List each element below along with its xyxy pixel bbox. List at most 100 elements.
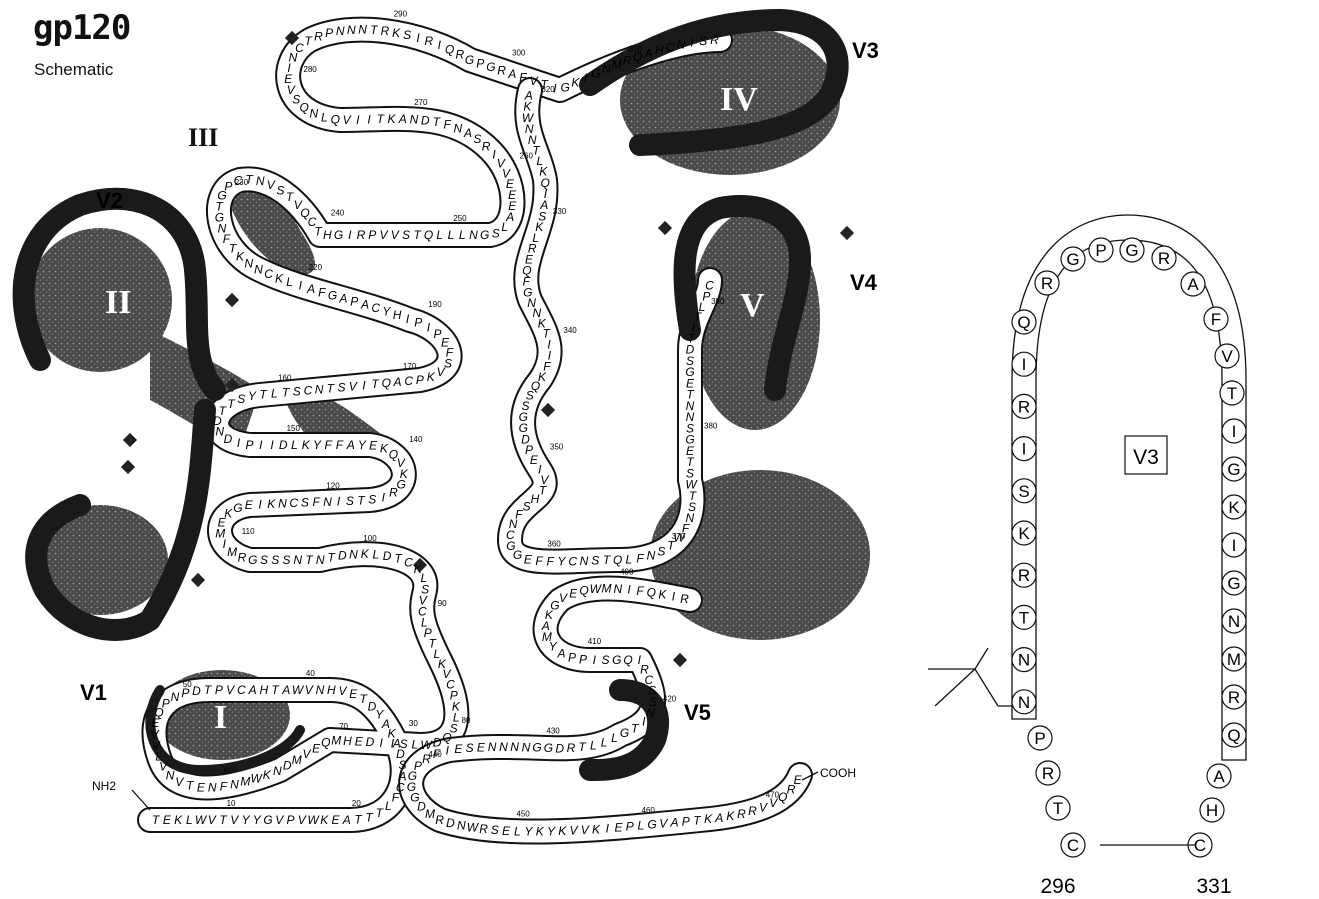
position-number: 430 (546, 727, 560, 736)
residue-letter: N (309, 106, 318, 120)
position-number: 350 (550, 443, 564, 452)
residue-letter: F (313, 495, 321, 509)
residue-letter: A (556, 647, 565, 661)
v3-residue: P (1089, 238, 1113, 262)
residue-letter: P (286, 813, 294, 827)
residue-letter: E (524, 552, 533, 566)
residue-letter: K (658, 588, 667, 602)
residue-letter: N (469, 228, 478, 242)
residue-letter: S (337, 380, 345, 394)
residue-letter: Y (248, 389, 257, 403)
residue-letter: R (482, 139, 491, 153)
residue-letter: G (486, 60, 495, 74)
residue-letter: S (657, 544, 665, 558)
v3-residue: T (1012, 605, 1036, 629)
residue-letter: C (404, 556, 413, 570)
residue-letter: Q (579, 584, 588, 598)
residue-letter: M (612, 58, 622, 72)
position-number: 70 (339, 722, 348, 731)
svg-text:V: V (1221, 347, 1233, 366)
residue-letter: S (492, 226, 500, 240)
v3-residue: I (1012, 437, 1036, 461)
residue-letter: N (208, 780, 217, 794)
residue-letter: K (704, 812, 713, 826)
residue-letter: P (433, 327, 441, 341)
residue-letter: S (346, 494, 354, 508)
loop-label-v1: V1 (80, 680, 107, 705)
residue-letter: M (331, 733, 341, 747)
residue-letter: K (361, 547, 370, 561)
residue-letter: W (307, 813, 320, 827)
residue-letter: K (536, 825, 545, 839)
residue-letter: R (497, 64, 506, 78)
position-number: 330 (553, 207, 567, 216)
v3-residue: G (1222, 571, 1246, 595)
residue-letter: Q (647, 586, 656, 600)
position-number: 10 (227, 799, 236, 808)
v3-residue: N (1012, 690, 1036, 714)
residue-letter: N (273, 764, 282, 778)
svg-text:M: M (1227, 650, 1241, 669)
residue-letter: K (392, 26, 401, 40)
residue-letter: W (292, 683, 305, 697)
v3-loop-panel: QIRISKRTNNRGPGRAFVTIGKIGNMRQPRTCAHC V3 2… (928, 215, 1246, 898)
residue-letter: D (279, 438, 288, 452)
residue-letter: N (244, 257, 253, 271)
glycan-diamond-icon (541, 403, 555, 417)
residue-letter: P (568, 651, 576, 665)
residue-letter: Y (313, 438, 322, 452)
residue-letter: L (436, 228, 443, 242)
svg-text:G: G (1227, 574, 1240, 593)
position-number: 340 (563, 326, 577, 335)
svg-text:N: N (1228, 612, 1240, 631)
residue-letter: E (369, 439, 378, 453)
residue-letter: P (579, 653, 587, 667)
residue-letter: N (349, 548, 358, 562)
c-terminus-label: COOH (820, 766, 856, 780)
residue-letter: P (350, 295, 358, 309)
residue-letter: A (338, 292, 347, 306)
residue-letter: F (547, 555, 555, 569)
residue-letter: K (320, 813, 329, 827)
residue-letter: N (677, 38, 686, 52)
residue-letter: V (208, 813, 217, 827)
residue-letter: N (347, 23, 356, 37)
residue-letter: L (626, 553, 633, 567)
v3-residue: F (1204, 307, 1228, 331)
residue-letter: E (569, 586, 578, 600)
residue-letter: S (271, 553, 279, 567)
position-number: 270 (414, 98, 428, 107)
domain-label-i: I (214, 699, 227, 736)
residue-letter: A (306, 282, 315, 296)
position-number: 290 (394, 10, 408, 19)
v3-residue: A (1181, 272, 1205, 296)
residue-letter: N (499, 740, 508, 754)
residue-letter: D (224, 432, 233, 446)
position-number: 50 (183, 680, 192, 689)
v3-residue: C (1061, 833, 1085, 857)
residue-letter: W (467, 821, 480, 835)
residue-letter: E (794, 773, 803, 787)
residue-letter: N (457, 819, 466, 833)
residue-letter: P (224, 179, 232, 193)
residue-letter: S (237, 392, 245, 406)
position-number: 390 (711, 297, 725, 306)
residue-letter: D (368, 699, 377, 713)
residue-letter: R (357, 228, 366, 242)
residue-letter: H (531, 492, 540, 506)
residue-letter: G (544, 741, 553, 755)
position-number: 450 (516, 810, 530, 819)
glycan-diamond-icon (673, 653, 687, 667)
residue-letter: Y (242, 813, 251, 827)
v3-start-position: 296 (1040, 875, 1075, 898)
residue-letter: S (473, 132, 481, 146)
residue-letter: A (507, 67, 516, 81)
residue-letter: R (748, 804, 757, 818)
residue-letter: D (446, 816, 455, 830)
position-number: 470 (766, 790, 780, 799)
residue-letter: Y (382, 304, 391, 318)
residue-letter: K (174, 813, 183, 827)
position-number: 370 (672, 532, 686, 541)
residue-letter: V (391, 228, 400, 242)
loop-label-v5: V5 (684, 700, 711, 725)
